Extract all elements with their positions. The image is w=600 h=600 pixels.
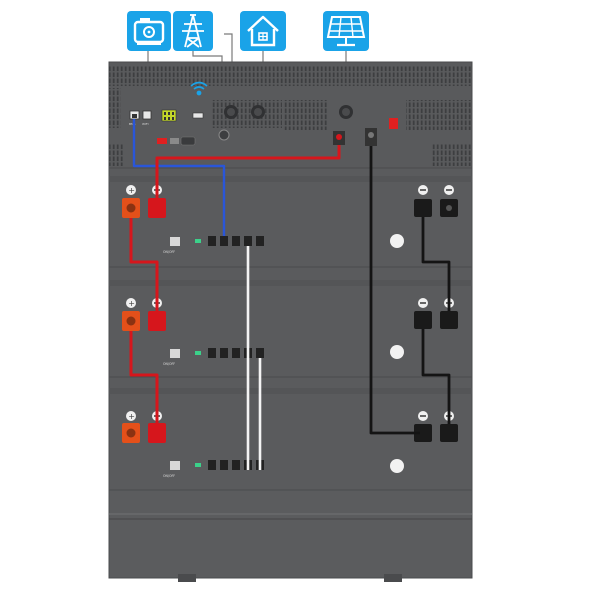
module-panels: + ON/OFF xyxy=(122,185,458,478)
module-1-switch-label: ON/OFF xyxy=(163,250,175,254)
module-2-switch-label: ON/OFF xyxy=(163,362,175,366)
negative-link-cable-1-2 xyxy=(421,217,451,311)
negative-link-cable-2-3 xyxy=(421,329,451,424)
module-3-panel: + ON/OFF xyxy=(122,411,458,478)
power-button xyxy=(218,129,230,141)
positive-link-cable-1-2 xyxy=(129,218,159,311)
negative-main-cable xyxy=(369,146,420,435)
generator-icon xyxy=(127,11,171,51)
generator-ac-connector xyxy=(224,105,238,119)
module-1-negative-output-terminals xyxy=(414,185,458,217)
communication-cable xyxy=(132,119,226,236)
wifi-icon xyxy=(190,81,208,96)
module-1-on-off-button xyxy=(390,234,404,248)
positive-main-cable xyxy=(155,145,341,198)
module-3-on-off-button xyxy=(390,459,404,473)
svg-text:+: + xyxy=(128,412,135,421)
source-icons xyxy=(127,11,369,51)
cabinet-foot-left xyxy=(178,574,196,582)
pv-connector xyxy=(339,105,353,119)
positive-link-cable-2-3 xyxy=(129,331,159,423)
wifi-port xyxy=(142,110,152,120)
cables xyxy=(129,119,451,470)
usb-port xyxy=(192,112,204,119)
module-3-negative-output-terminals xyxy=(414,411,458,442)
inverter-panel: BMS WIFI xyxy=(129,81,398,146)
dry-contact-terminal xyxy=(161,109,177,122)
battery-module-1 xyxy=(108,167,473,268)
power-grid-icon xyxy=(173,11,213,51)
module-3-switch xyxy=(170,461,180,470)
svg-text:+: + xyxy=(128,186,135,195)
module-3-switch-label: ON/OFF xyxy=(163,474,175,478)
module-1-comm-ports xyxy=(208,236,264,246)
module-2-negative-output-terminals xyxy=(414,298,458,329)
module-2-negative-terminal xyxy=(148,298,166,331)
module-1-positive-terminal: + xyxy=(122,185,140,218)
red-breaker xyxy=(157,138,167,144)
solar-panel-icon xyxy=(323,11,369,51)
load-ac-connector xyxy=(251,105,265,119)
module-3-positive-terminal: + xyxy=(122,411,140,443)
module-2-panel: + ON/OFF xyxy=(122,298,458,366)
cabinet-foot-right xyxy=(384,574,402,582)
module-1-panel: + ON/OFF xyxy=(122,185,458,254)
module-2-on-off-button xyxy=(390,345,404,359)
module-1-switch xyxy=(170,237,180,246)
wifi-port-label: WIFI xyxy=(142,122,149,126)
status-indicator xyxy=(389,118,398,129)
svg-text:+: + xyxy=(128,299,135,308)
cabinet-base xyxy=(108,489,473,579)
house-icon xyxy=(240,11,286,51)
module-2-switch xyxy=(170,349,180,358)
bms-port-label: BMS xyxy=(129,122,136,126)
module-2-positive-terminal: + xyxy=(122,298,140,331)
battery-cabinet xyxy=(108,61,473,582)
